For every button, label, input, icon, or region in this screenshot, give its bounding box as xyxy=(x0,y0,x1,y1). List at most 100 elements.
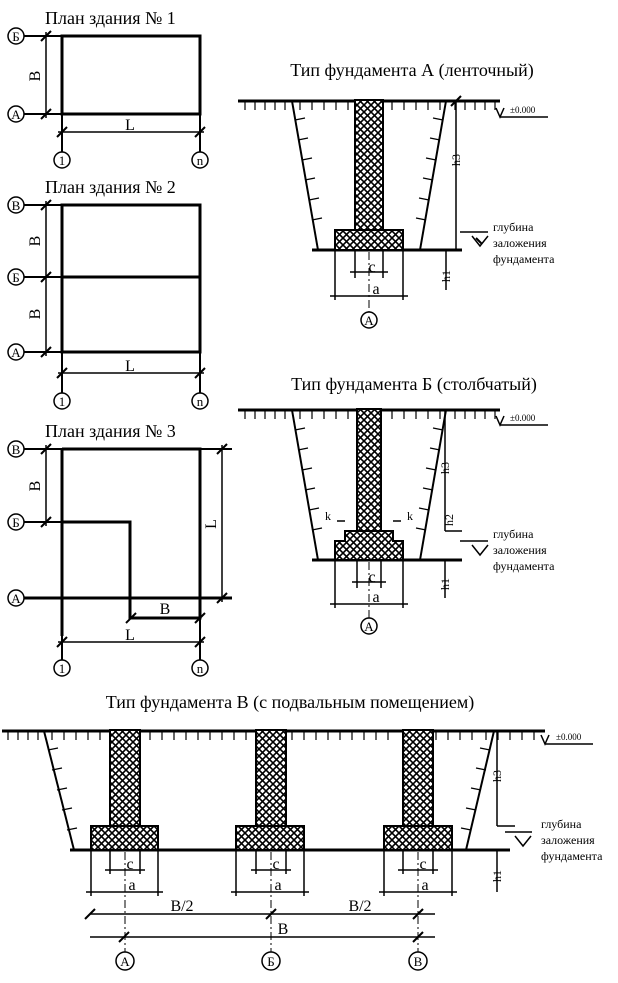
axis-bubble xyxy=(261,951,281,971)
foundation-v-a-3: a xyxy=(421,877,428,894)
foundation-v-full: B xyxy=(278,921,289,938)
plan-3-dim-l-vert: L xyxy=(203,519,220,529)
axis-bubble xyxy=(7,196,25,214)
foundation-b-depth-3: фундамента xyxy=(493,559,555,573)
foundation-b-c: c xyxy=(368,569,375,586)
axis-bubble xyxy=(53,659,71,677)
ground-hatch xyxy=(244,410,496,419)
plan-3-dim-b-inner: В xyxy=(160,601,171,618)
foundation-v-wall-2 xyxy=(255,729,287,827)
axis-bubble xyxy=(7,27,25,45)
axis-bubble xyxy=(7,589,25,607)
foundation-v-axis-2: Б xyxy=(267,954,274,969)
foundation-v-axis-1: А xyxy=(120,954,130,969)
plan-2-axis-top: В xyxy=(12,198,21,213)
foundation-v-depth-3: фундамента xyxy=(541,849,603,863)
foundation-b-title: Тип фундамента Б (столбчатый) xyxy=(291,374,537,395)
foundation-v-footing-3 xyxy=(383,825,453,851)
axis-bubble xyxy=(115,951,135,971)
foundation-v-wall-1 xyxy=(109,729,141,827)
plan-3-dim-b: В xyxy=(27,481,44,492)
foundation-b-stepped-footing xyxy=(334,530,404,561)
plan-1-dim-b: В xyxy=(27,71,44,82)
plan-1-axis-bottom: А xyxy=(11,107,21,122)
foundation-v-level: ±0.000 xyxy=(556,732,582,742)
plan-2-dim-l: L xyxy=(125,358,135,375)
axis-bubble xyxy=(53,392,71,410)
foundation-v-title: Тип фундамента В (с подвальным помещение… xyxy=(106,692,475,713)
foundation-b-column xyxy=(356,408,382,532)
plan-1-dim-l: L xyxy=(125,117,135,134)
plan-2-title: План здания № 2 xyxy=(45,177,176,197)
foundation-b-depth-2: заложения xyxy=(493,543,547,557)
foundation-v-h1: h1 xyxy=(490,870,504,882)
foundation-v-c-1: c xyxy=(126,856,133,873)
axis-bubble xyxy=(408,951,428,971)
foundation-b: Тип фундамента Б (столбчатый) xyxy=(238,374,555,635)
plan-3-axis-top: В xyxy=(12,442,21,457)
foundation-a: Тип фундамента А (ленточный) xyxy=(238,60,555,329)
foundation-v-half-2: B/2 xyxy=(348,898,371,915)
plan-3-axis-mid: Б xyxy=(12,515,19,530)
foundation-a-h1: h1 xyxy=(439,270,453,282)
trench-side-right xyxy=(419,100,447,251)
axis-bubble xyxy=(191,659,209,677)
foundation-b-h3: h3 xyxy=(438,462,452,474)
foundation-v-axis-3: В xyxy=(414,954,423,969)
foundation-b-a: a xyxy=(372,589,379,606)
axis-bubble xyxy=(7,343,25,361)
plan-3-dim-l: L xyxy=(125,627,135,644)
foundation-v-h3: h3 xyxy=(490,770,504,782)
plan-3-upper-outline xyxy=(60,447,202,620)
foundation-a-h3: h3 xyxy=(449,154,463,166)
ground-hatch xyxy=(244,101,496,110)
foundation-v-depth-1: глубина xyxy=(541,817,582,831)
plan-1-title: План здания № 1 xyxy=(45,8,176,28)
foundation-v-a-1: a xyxy=(128,877,135,894)
axis-bubble xyxy=(360,311,378,329)
foundation-v-footing-2 xyxy=(235,825,305,851)
foundation-v-c-3: c xyxy=(419,856,426,873)
axis-bubble xyxy=(53,151,71,169)
plan-3-axis-bottom: А xyxy=(11,591,21,606)
plan-1-col-left: 1 xyxy=(59,153,66,168)
foundation-b-k-right: k xyxy=(407,509,413,523)
plan-3: План здания № 3 В L В В Б А L 1 n xyxy=(7,421,232,677)
foundation-b-k-left: k xyxy=(325,509,331,523)
foundation-a-a: a xyxy=(372,281,379,298)
foundation-a-c: c xyxy=(368,259,375,276)
plan-2-dim-b1: В xyxy=(27,236,44,247)
foundation-v: Тип фундамента В (с подвальным помещение… xyxy=(2,692,603,971)
foundation-b-h1: h1 xyxy=(438,578,452,590)
ground-hatch xyxy=(7,731,535,740)
axis-bubble xyxy=(191,151,209,169)
foundation-v-depth-2: заложения xyxy=(541,833,595,847)
axis-bubble xyxy=(360,617,378,635)
foundation-a-axis: А xyxy=(364,313,374,328)
foundation-b-axis: А xyxy=(364,619,374,634)
foundation-a-level: ±0.000 xyxy=(510,105,536,115)
plan-1-col-right: n xyxy=(197,153,204,168)
axis-bubble xyxy=(7,440,25,458)
foundation-b-level: ±0.000 xyxy=(510,413,536,423)
foundation-v-half-1: B/2 xyxy=(170,898,193,915)
plan-2-axis-bottom: А xyxy=(11,345,21,360)
foundation-v-wall-3 xyxy=(402,729,434,827)
plan-2-axis-mid: Б xyxy=(12,270,19,285)
plan-3-title: План здания № 3 xyxy=(45,421,176,441)
foundation-b-h2: h2 xyxy=(442,514,456,526)
plan-3-col-right: n xyxy=(197,661,204,676)
plan-1: План здания № 1 В Б А L 1 n xyxy=(7,8,209,169)
plan-2: План здания № 2 В В В Б А L 1 n xyxy=(7,177,209,410)
foundation-a-depth-2: заложения xyxy=(493,236,547,250)
foundation-b-depth-1: глубина xyxy=(493,527,534,541)
foundation-v-a-2: a xyxy=(274,877,281,894)
axis-bubble xyxy=(7,268,25,286)
foundation-a-depth-3: фундамента xyxy=(493,252,555,266)
foundation-a-wall xyxy=(354,99,384,231)
plan-2-col-right: n xyxy=(197,394,204,409)
foundation-a-footing xyxy=(334,229,404,251)
axis-bubble xyxy=(7,513,25,531)
